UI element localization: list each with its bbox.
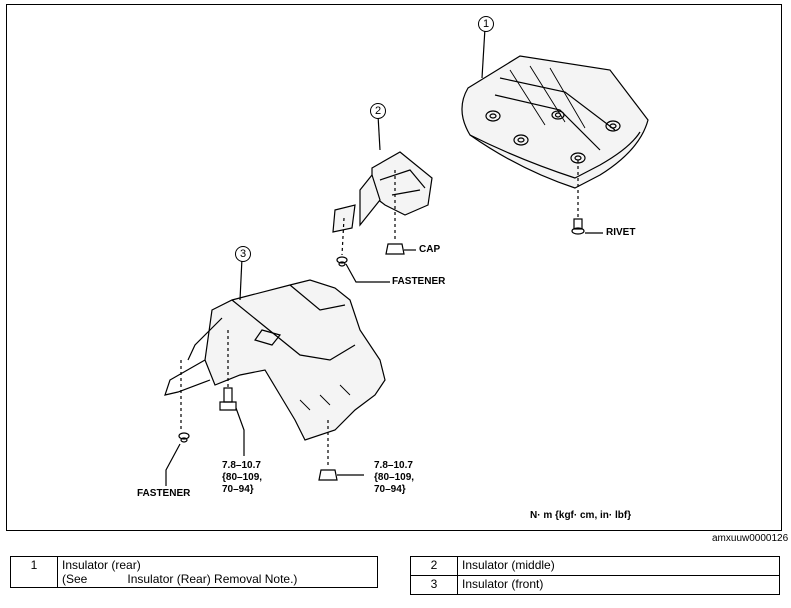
fastener-lower-shape [165, 432, 190, 486]
legend-description: Insulator (front) [457, 575, 780, 595]
image-code: amxuuw0000126 [712, 533, 789, 544]
insulator-rear-part [461, 27, 649, 218]
bolt-left-shape [219, 387, 245, 456]
legend-table-right: 2 Insulator (middle) 3 Insulator (front) [410, 556, 780, 595]
legend-row: 2 Insulator (middle) [410, 556, 780, 576]
legend-description: Insulator (middle) [457, 556, 780, 576]
legend-line1: Insulator (rear) [62, 558, 141, 572]
torque-right-line2: {80–109, [374, 472, 415, 483]
callout-1: 1 [478, 16, 494, 32]
legend-number: 2 [410, 556, 458, 576]
torque-left-line2: {80–109, [222, 472, 263, 483]
diagram-frame [6, 4, 782, 531]
fastener-upper-label: FASTENER [392, 276, 446, 287]
torque-right-line3: 70–94} [374, 484, 406, 495]
torque-right-line1: 7.8–10.7 [374, 460, 413, 471]
legend-note-link[interactable]: Insulator (Rear) Removal Note.) [127, 572, 298, 586]
bolt-right-shape [318, 469, 364, 481]
callout-2: 2 [370, 103, 386, 119]
legend-number: 3 [410, 575, 458, 595]
fastener-lower-label: FASTENER [137, 488, 191, 499]
cap-shape [385, 243, 416, 255]
callout-3: 3 [235, 246, 251, 262]
legend-row: 1 Insulator (rear) (See Insulator (Rear) … [10, 556, 378, 588]
rivet-label: RIVET [606, 227, 636, 238]
fastener-upper-shape [336, 256, 390, 283]
torque-spec-left: 7.8–10.7 {80–109, 70–94} [222, 460, 262, 496]
units-note: N· m {kgf· cm, in· lbf} [530, 510, 632, 521]
torque-left-line1: 7.8–10.7 [222, 460, 261, 471]
torque-spec-right: 7.8–10.7 {80–109, 70–94} [374, 460, 414, 496]
legend-description: Insulator (rear) (See Insulator (Rear) Re… [57, 556, 378, 588]
legend-row: 3 Insulator (front) [410, 575, 780, 595]
torque-left-line3: 70–94} [222, 484, 254, 495]
legend-number: 1 [10, 556, 58, 588]
rivet-shape [571, 218, 603, 235]
legend-see-text: (See [62, 572, 88, 586]
cap-label: CAP [419, 244, 441, 255]
insulator-middle-part [332, 114, 433, 256]
insulator-front-part [164, 257, 386, 468]
legend-table-left: 1 Insulator (rear) (See Insulator (Rear) … [10, 556, 378, 588]
legend-line2: (See Insulator (Rear) Removal Note.) [62, 572, 373, 586]
